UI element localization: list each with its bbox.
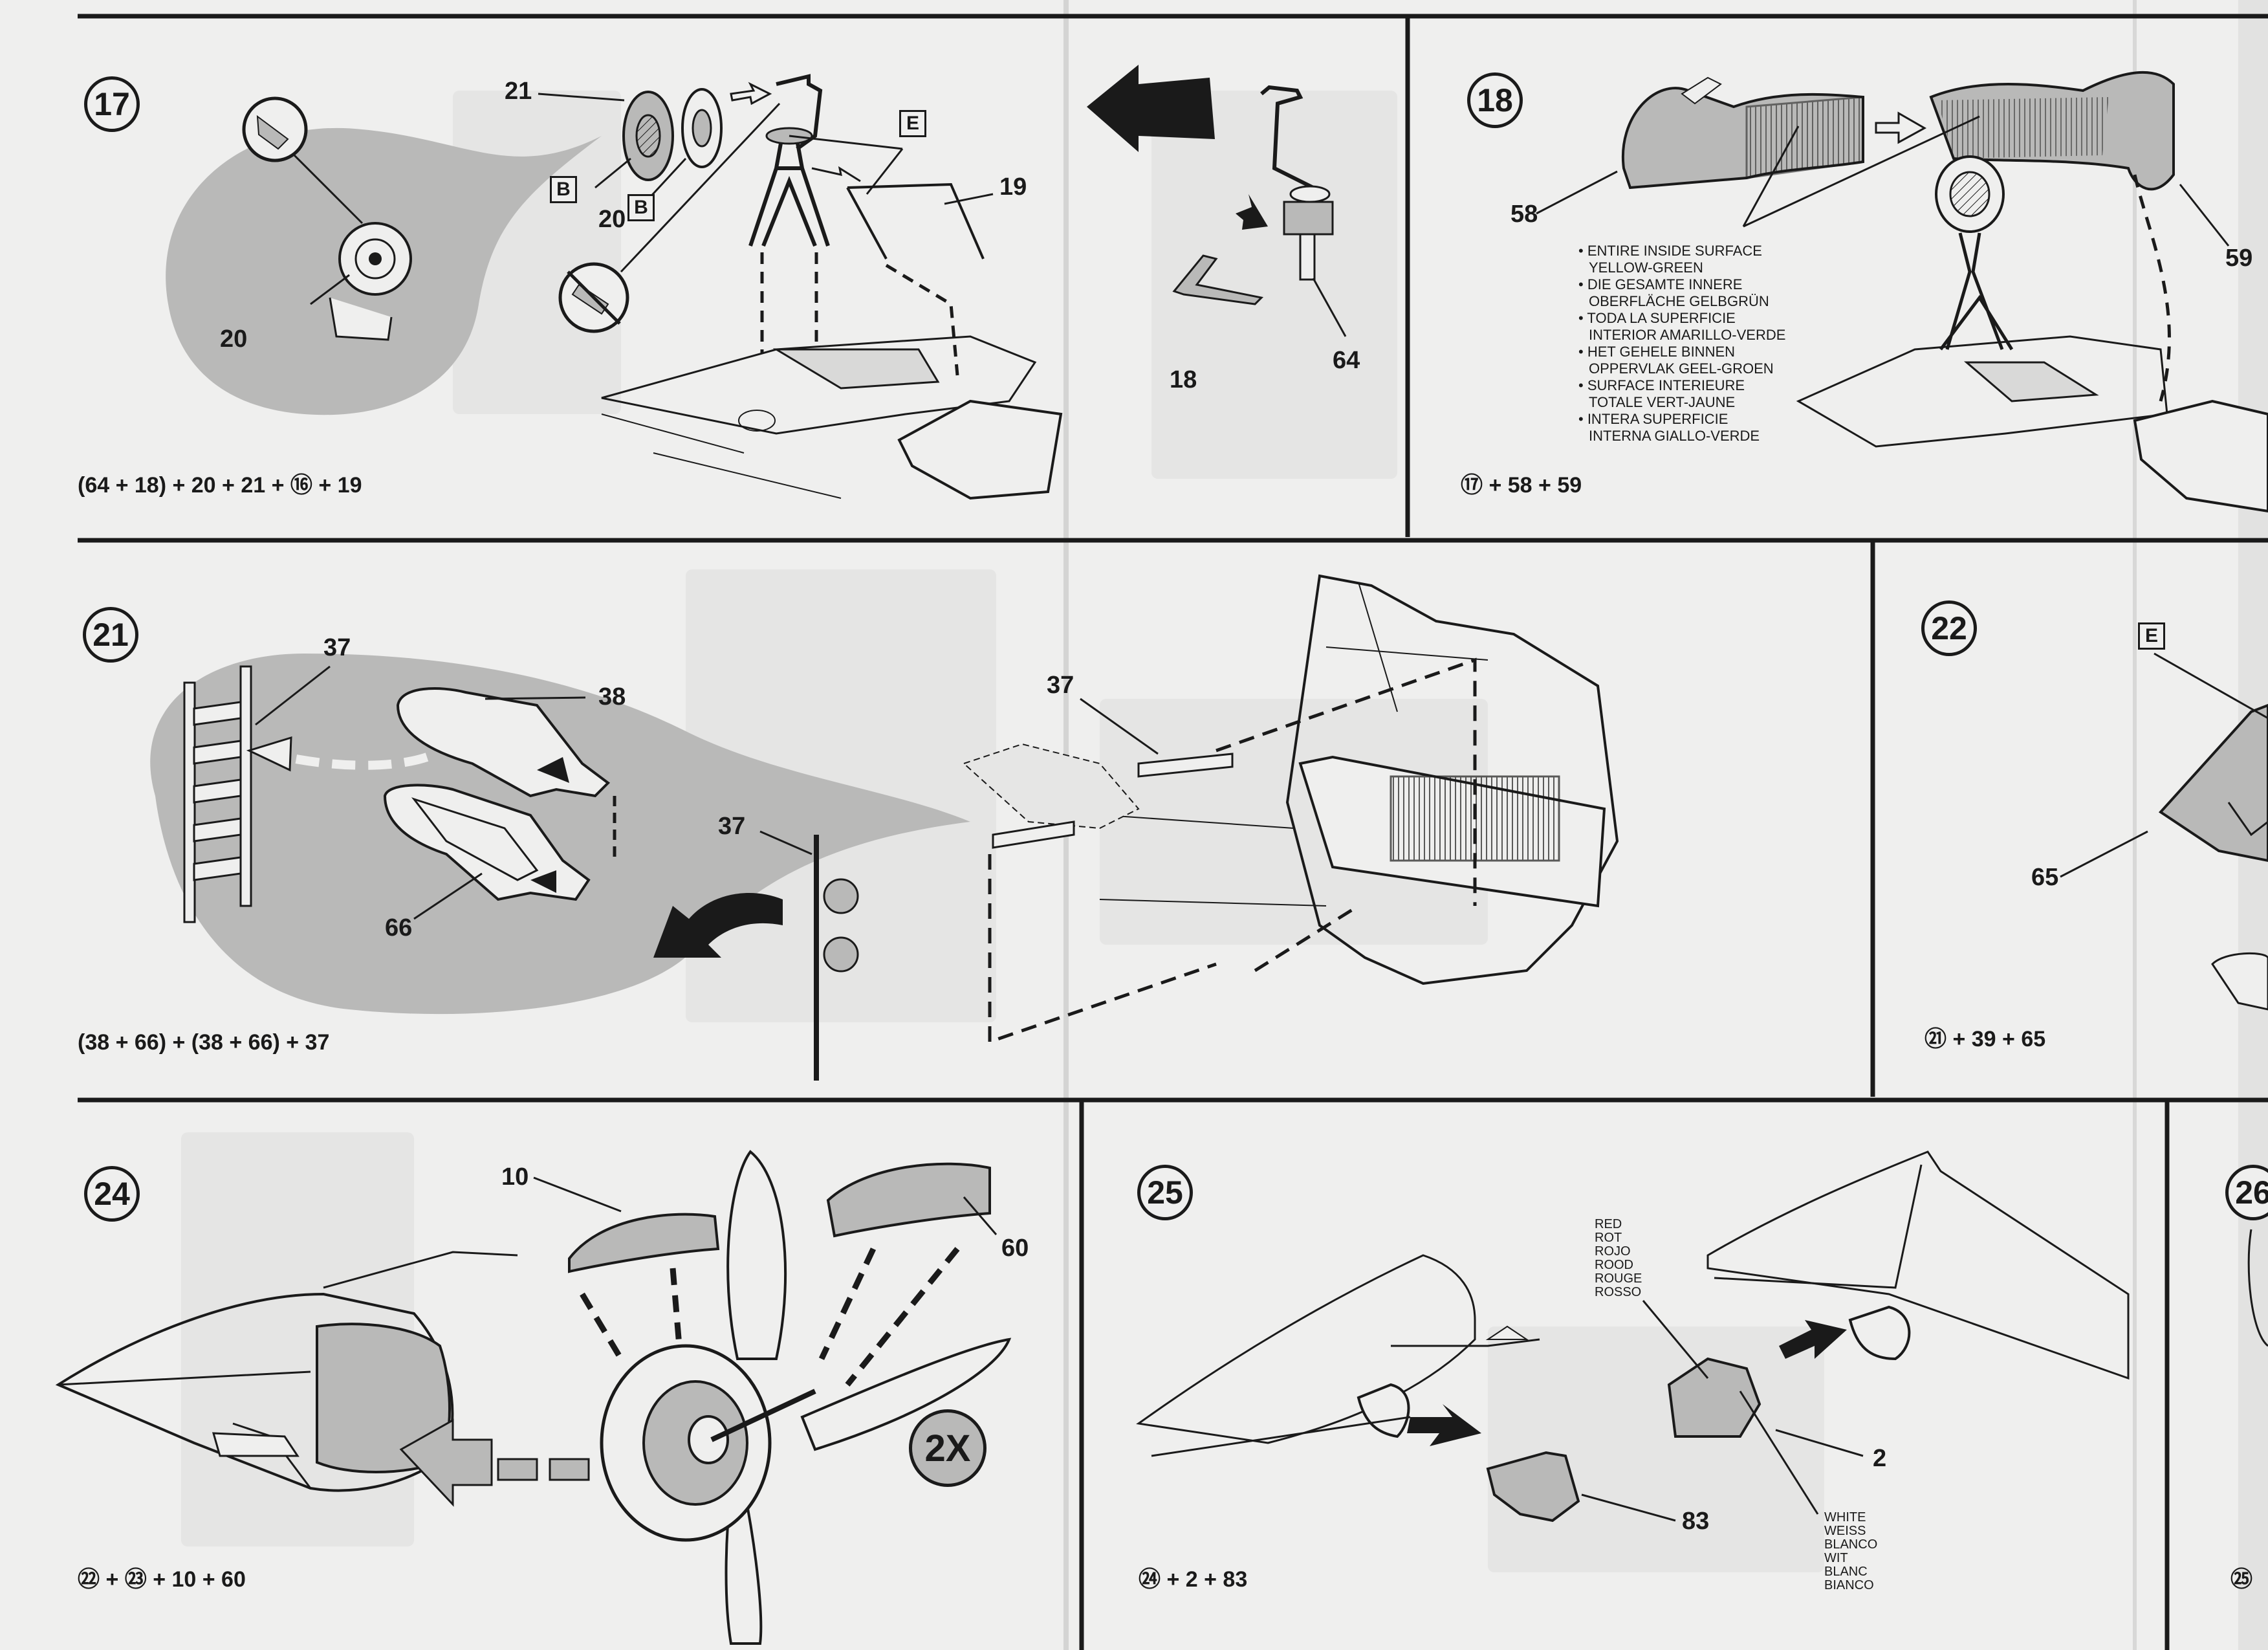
red-color-callout: RED ROT ROJO ROOD ROUGE ROSSO xyxy=(1595,1217,1642,1299)
step21-artwork xyxy=(150,574,1619,1081)
insert-arrow xyxy=(653,893,783,958)
step-18-formula: ⑰ + 58 + 59 xyxy=(1461,473,1582,498)
step-26-formula: ㉕ xyxy=(2230,1567,2252,1592)
step-21-formula: (38 + 66) + (38 + 66) + 37 xyxy=(78,1030,330,1055)
step-25-formula: ㉔ + 2 + 83 xyxy=(1139,1567,1248,1592)
part-18-label: 18 xyxy=(1170,366,1197,393)
part-64-label: 64 xyxy=(1333,347,1360,374)
part-19-label: 19 xyxy=(999,173,1027,201)
decal-e-marker: E xyxy=(2138,622,2165,650)
part-59-label: 59 xyxy=(2225,245,2253,272)
interior-color-note: • ENTIRE INSIDE SURFACE YELLOW-GREEN • D… xyxy=(1578,243,1786,444)
step26-artwork xyxy=(2247,1229,2268,1347)
step22-artwork xyxy=(2060,652,2268,1011)
part-20-label: 20 xyxy=(598,206,626,233)
part-66-label: 66 xyxy=(385,914,413,941)
step17-artwork xyxy=(166,65,1347,500)
part-37-label: 37 xyxy=(323,634,351,661)
white-color-callout: WHITE WEISS BLANCO WIT BLANC BIANCO xyxy=(1824,1510,1878,1592)
step-17-formula: (64 + 18) + 20 + 21 + ⑯ + 19 xyxy=(78,473,362,498)
step-26-number: 26 xyxy=(2225,1165,2268,1220)
part-60-label: 60 xyxy=(1001,1235,1029,1262)
bomb-detail-bubble xyxy=(150,654,971,1015)
step-21-number: 21 xyxy=(83,607,138,663)
decal-b-marker: B xyxy=(550,176,577,203)
part-2-label: 2 xyxy=(1873,1445,1887,1472)
step-25-number: 25 xyxy=(1137,1165,1193,1220)
direction-arrow xyxy=(1087,65,1215,152)
part-37-label: 37 xyxy=(718,813,746,840)
step-17-number: 17 xyxy=(84,76,140,132)
part-65-label: 65 xyxy=(2031,864,2059,891)
step18-artwork xyxy=(1536,71,2268,513)
part-38-label: 38 xyxy=(598,683,626,710)
decal-e-marker: E xyxy=(899,110,926,137)
step-24-formula: ㉒ + ㉓ + 10 + 60 xyxy=(78,1567,246,1592)
part-58-label: 58 xyxy=(1510,201,1538,228)
panel-grid xyxy=(78,14,2268,1650)
step-18-number: 18 xyxy=(1467,72,1523,128)
decal-b-marker: B xyxy=(627,194,655,221)
step25-artwork xyxy=(1136,1150,2130,1523)
part-20-label: 20 xyxy=(220,325,248,353)
step-22-number: 22 xyxy=(1921,600,1977,656)
part-83-label: 83 xyxy=(1682,1508,1710,1535)
step24-artwork xyxy=(55,1150,1012,1645)
part-21-label: 21 xyxy=(505,78,532,105)
part-10-label: 10 xyxy=(501,1163,529,1191)
part-37-label: 37 xyxy=(1047,672,1074,699)
multiplier-badge: 2X xyxy=(909,1409,987,1487)
step-22-formula: ㉑ + 39 + 65 xyxy=(1925,1027,2046,1051)
step-24-number: 24 xyxy=(84,1166,140,1222)
